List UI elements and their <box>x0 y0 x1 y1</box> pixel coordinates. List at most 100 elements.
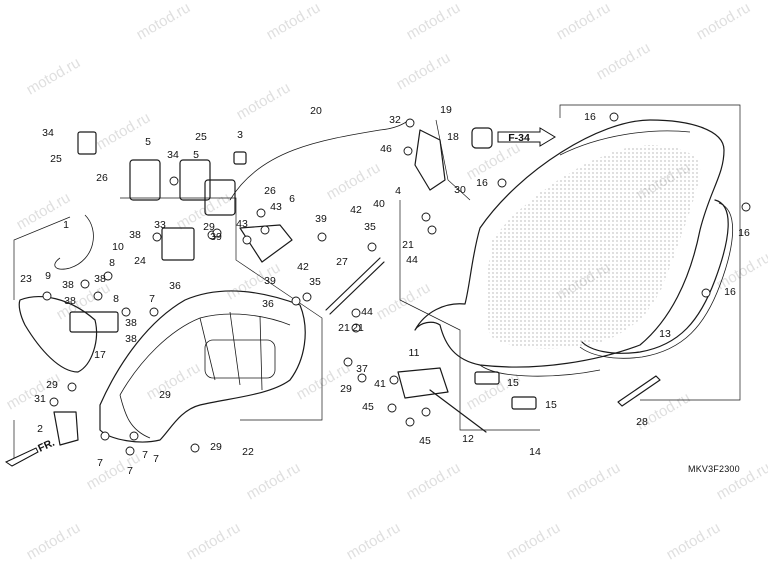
rear-frame-opening <box>204 339 276 379</box>
fastener-marker <box>351 323 361 333</box>
watermark-text: motod.ru <box>664 519 724 563</box>
callout-number: 31 <box>34 393 46 405</box>
callout-number: 29 <box>210 441 222 453</box>
callout-number: 21 <box>402 239 414 251</box>
watermark-text: motod.ru <box>324 159 384 203</box>
rear-frame-outline <box>99 290 306 443</box>
watermark-text: motod.ru <box>184 519 244 563</box>
watermark-text: motod.ru <box>594 39 654 83</box>
callout-number: 38 <box>125 333 137 345</box>
fastener-marker <box>421 407 431 417</box>
callout-number: 29 <box>159 389 171 401</box>
seat-group-outline <box>559 104 741 401</box>
fastener-marker <box>152 232 162 242</box>
callout-number: 12 <box>462 433 474 445</box>
fastener-marker <box>121 307 131 317</box>
fastener-marker <box>343 357 353 367</box>
side-cover <box>18 296 98 373</box>
callout-number: 21 <box>352 322 364 334</box>
callout-number: 5 <box>193 149 199 161</box>
callout-number: 30 <box>454 184 466 196</box>
watermark-text: motod.ru <box>84 449 144 493</box>
seat-rod-edge <box>329 261 385 315</box>
callout-number: 38 <box>62 279 74 291</box>
callout-number: 29 <box>203 221 215 233</box>
callout-number: 7 <box>142 449 148 461</box>
callout-number: 3 <box>237 129 243 141</box>
fastener-marker <box>169 176 179 186</box>
callout-number: 1 <box>63 219 69 231</box>
callout-number: 17 <box>94 349 106 361</box>
fastener-marker <box>405 118 415 128</box>
fastener-marker <box>291 296 301 306</box>
callout-number: 13 <box>659 328 671 340</box>
callout-number: 45 <box>362 401 374 413</box>
fastener-marker <box>357 373 367 383</box>
fastener-marker <box>242 235 252 245</box>
callout-number: 2 <box>37 423 43 435</box>
seat-lock-group-outline <box>399 200 540 431</box>
watermark-text: motod.ru <box>234 79 294 123</box>
fastener-marker <box>741 202 751 212</box>
callout-number: 15 <box>545 399 557 411</box>
rear-frame-group-outline <box>120 197 323 421</box>
callout-number: 19 <box>440 104 452 116</box>
callout-number: 36 <box>262 298 274 310</box>
callout-number: 43 <box>236 218 248 230</box>
seat-lock <box>414 129 446 191</box>
callout-number: 15 <box>507 377 519 389</box>
callout-number: 16 <box>738 227 750 239</box>
callout-number: 45 <box>419 435 431 447</box>
rubber-cushion-upper <box>474 371 500 385</box>
callout-number: 23 <box>20 273 32 285</box>
callout-number: 34 <box>167 149 179 161</box>
fastener-marker <box>302 292 312 302</box>
callout-number: 36 <box>169 280 181 292</box>
callout-number: 26 <box>96 172 108 184</box>
fastener-marker <box>103 271 113 281</box>
callout-number: 26 <box>264 185 276 197</box>
callout-number: 11 <box>409 347 420 359</box>
callout-number: 6 <box>289 193 295 205</box>
fastener-marker <box>212 228 222 238</box>
watermark-text: motod.ru <box>24 519 84 563</box>
seat-lock-base <box>397 367 449 399</box>
figure-ref-label: F-34 <box>508 132 530 144</box>
watermark-text: motod.ru <box>554 0 614 43</box>
seat-trim-strip-inner <box>579 202 734 359</box>
watermark-text: motod.ru <box>244 459 304 503</box>
watermark-text: motod.ru <box>264 0 324 43</box>
callout-number: 27 <box>336 256 348 268</box>
rear-frame <box>99 290 306 443</box>
callout-number: 39 <box>264 275 276 287</box>
front-direction: FR. <box>4 437 57 467</box>
callout-number: 21 <box>338 322 350 334</box>
fastener-marker <box>42 291 52 301</box>
seat-surface-texture <box>486 145 701 349</box>
seat-edge-line <box>559 130 691 156</box>
watermark-text: motod.ru <box>404 0 464 43</box>
bracket-clip <box>53 411 79 446</box>
watermark-text: motod.ru <box>694 0 754 43</box>
fastener-marker <box>351 308 361 318</box>
watermark-text: motod.ru <box>344 519 404 563</box>
fastener-marker <box>49 397 59 407</box>
callout-number: 37 <box>356 363 368 375</box>
callout-number: 44 <box>361 306 373 318</box>
fastener-marker <box>317 232 327 242</box>
lock-catch <box>471 127 493 149</box>
callout-number: 39 <box>315 213 327 225</box>
left-cover-group-outline <box>13 216 71 300</box>
fastener-marker <box>67 382 77 392</box>
seat-rod <box>325 257 381 311</box>
callout-number: 40 <box>373 198 385 210</box>
callout-number: 38 <box>125 317 137 329</box>
callout-number: 28 <box>636 416 648 428</box>
seat-release-cable <box>229 119 411 201</box>
fastener-marker <box>421 212 431 222</box>
fastener-marker <box>609 112 619 122</box>
callout-number: 38 <box>129 229 141 241</box>
front-arrow-icon <box>4 447 39 467</box>
callout-number: 5 <box>145 136 151 148</box>
